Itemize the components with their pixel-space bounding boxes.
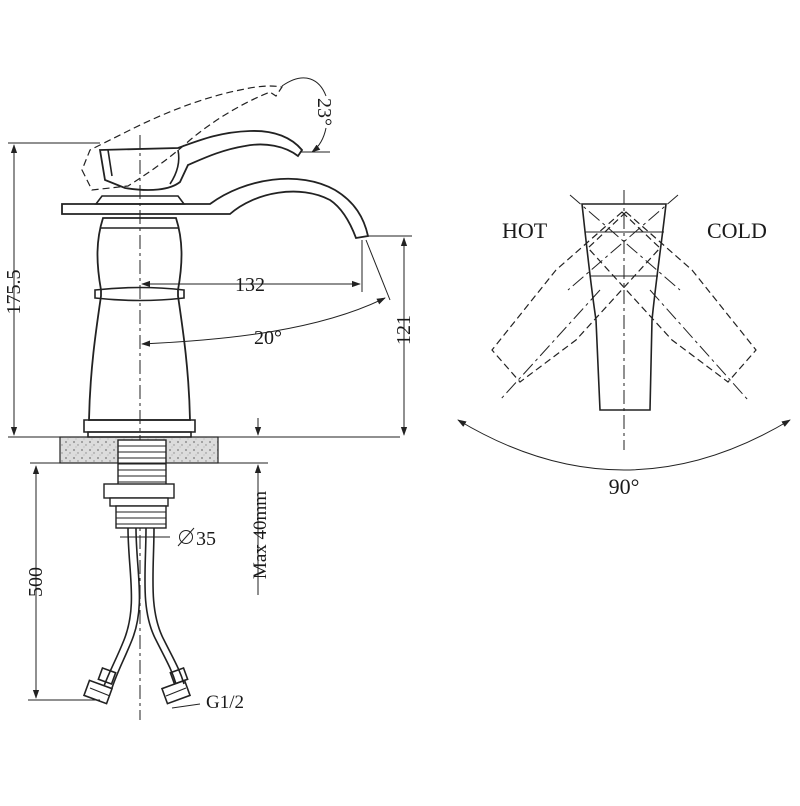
base-ring bbox=[83, 419, 196, 433]
handle-top-hot bbox=[491, 211, 661, 383]
diag-line-3 bbox=[499, 289, 601, 401]
hose-left-inner bbox=[111, 527, 141, 689]
angle-handle-arc1 bbox=[281, 77, 327, 97]
angle-rotation-arc bbox=[457, 419, 791, 471]
angle-spout-arc bbox=[141, 297, 386, 347]
handle-top-centre bbox=[581, 203, 667, 411]
handle-raised bbox=[81, 85, 284, 191]
hose-connector: G1/2 bbox=[206, 692, 244, 713]
angle-handle: 23° bbox=[313, 98, 335, 126]
dim-max-thickness: Max 40mm bbox=[250, 491, 271, 579]
handle-top-cold bbox=[587, 211, 757, 383]
angle-rotation: 90° bbox=[609, 474, 640, 499]
label-hot: HOT bbox=[502, 218, 548, 243]
dim-thread-dia: 35 bbox=[196, 528, 216, 550]
diag-line-4 bbox=[649, 289, 749, 401]
handle-curve bbox=[169, 149, 180, 185]
hose-right bbox=[144, 527, 177, 685]
connector-left bbox=[82, 666, 117, 705]
dim-spout-height: 121 bbox=[393, 315, 415, 345]
threaded-shank bbox=[103, 439, 175, 529]
g12-leader bbox=[171, 703, 201, 709]
side-view: 175.5 121 132 20° 23° bbox=[3, 77, 415, 720]
handle bbox=[98, 130, 304, 191]
spout-collar bbox=[94, 195, 186, 205]
angle-handle-arc2 bbox=[311, 127, 327, 153]
connector-right bbox=[160, 666, 192, 705]
top-view: HOT COLD 90° bbox=[457, 190, 791, 499]
ext-angle bbox=[365, 239, 391, 301]
diameter-slash bbox=[177, 527, 195, 547]
label-cold: COLD bbox=[707, 218, 767, 243]
hose-left bbox=[103, 527, 133, 687]
hose-right-inner bbox=[152, 527, 185, 685]
dim-height-total: 175.5 bbox=[3, 270, 25, 315]
angle-spout: 20° bbox=[254, 327, 282, 349]
spout bbox=[61, 177, 370, 240]
diameter-symbol bbox=[179, 530, 193, 544]
dim-hose-length: 500 bbox=[25, 567, 47, 597]
dim-spout-reach: 132 bbox=[235, 274, 265, 296]
handle-seam bbox=[107, 149, 113, 177]
